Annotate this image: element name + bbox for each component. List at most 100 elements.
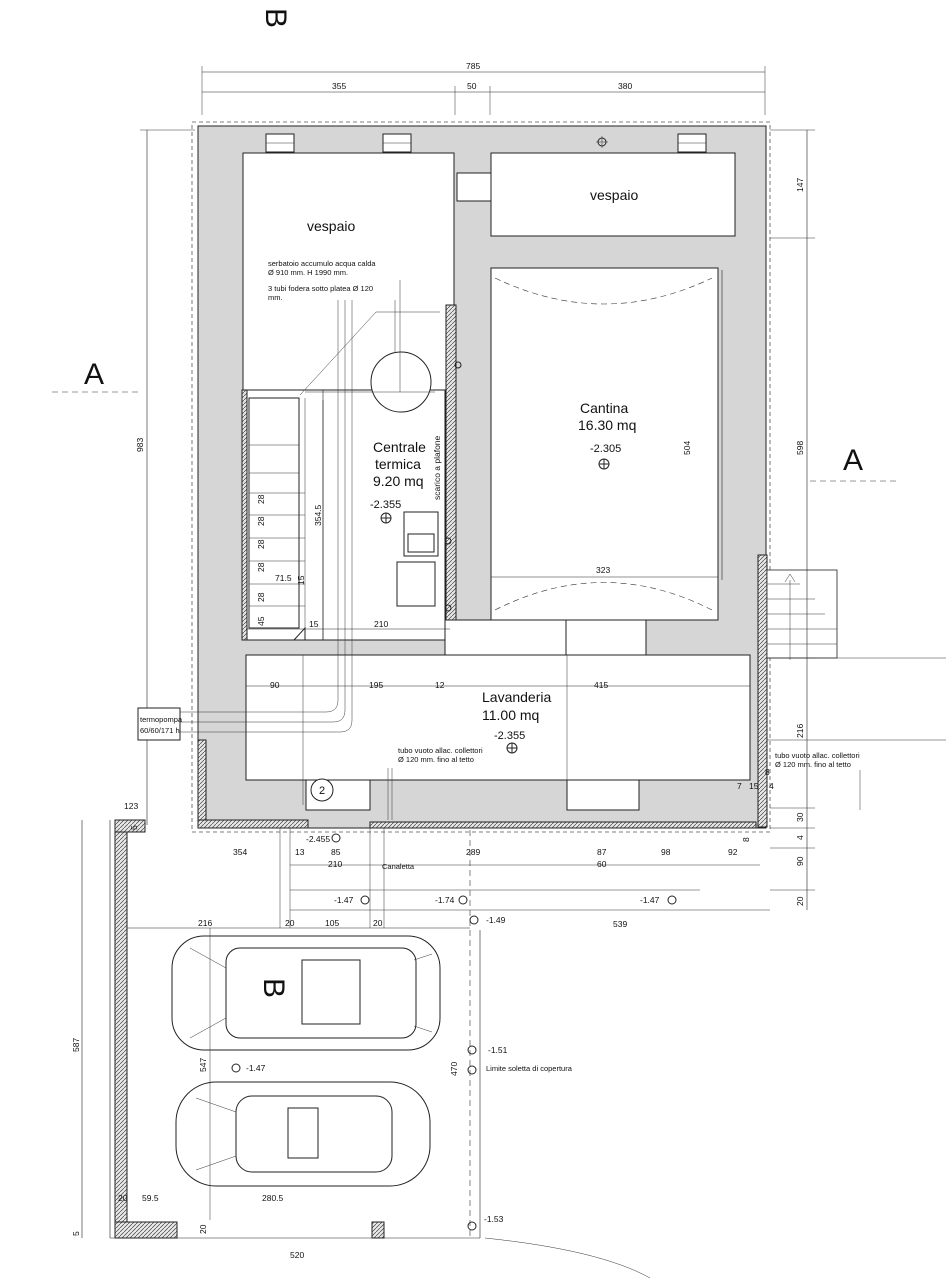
level-147c: -1.47	[246, 1063, 266, 1073]
dim-right-20: 20	[795, 896, 805, 906]
dim-g-547: 547	[198, 1058, 208, 1072]
cantina-level: -2.305	[590, 443, 621, 455]
dim-g-60: 60	[597, 859, 607, 869]
top-windows	[265, 133, 707, 153]
tubo-center-note-1: tubo vuoto allac. collettori	[398, 746, 483, 755]
dim-15c: 15	[749, 781, 759, 791]
tubo-right-note-1: tubo vuoto allac. collettori	[775, 751, 860, 760]
dim-g-587: 587	[71, 1038, 81, 1052]
dimension-labels: 785 355 50 380 983 147 598 216 30 4 90 2…	[71, 61, 805, 1260]
dim-right-90: 90	[795, 856, 805, 866]
centrale-area: 9.20 mq	[373, 473, 424, 489]
vespaio-right-label: vespaio	[590, 187, 638, 203]
dim-g-216: 216	[198, 918, 212, 928]
dim-12: 12	[435, 680, 445, 690]
level-149: -1.49	[486, 915, 506, 925]
exterior-steps	[766, 569, 946, 810]
car-top	[171, 935, 441, 1051]
dim-stair-15a: 15	[296, 575, 306, 585]
dim-g-210b: 210	[328, 859, 342, 869]
serbatoio-note-2: Ø 910 mm. H 1990 mm.	[268, 268, 348, 277]
termopompa-note-1: termopompa	[140, 715, 183, 724]
level-147b: -1.47	[640, 895, 660, 905]
section-lines	[52, 391, 898, 482]
dim-g-123: 123	[124, 801, 138, 811]
dim-210a: 210	[374, 619, 388, 629]
level-174: -1.74	[435, 895, 455, 905]
section-labels: A A B B	[84, 8, 863, 998]
dim-g-289: 289	[466, 847, 480, 857]
tubi-note-1: 3 tubi fodera sotto platea Ø 120	[268, 284, 373, 293]
scarico-note: scarico a plafone	[432, 435, 442, 500]
level-labels: -2.455 -1.47 -1.74 -1.47 -1.49 -1.51 -1.…	[246, 834, 660, 1224]
centrale-label-1: Centrale	[373, 439, 426, 455]
vespaio-left-label: vespaio	[307, 218, 355, 234]
dim-cantina-504: 504	[682, 441, 692, 455]
level-153: -1.53	[484, 1214, 504, 1224]
dim-g-20c: 20	[118, 1193, 128, 1203]
termopompa-note-2: 60/60/171 h	[140, 726, 180, 735]
hatched-walls	[197, 304, 768, 829]
section-mark-a-left: A	[84, 358, 104, 391]
dim-g-20d: 20	[198, 1224, 208, 1234]
dim-8b: 8	[741, 837, 751, 842]
dim-top-355: 355	[332, 81, 346, 91]
centrale-label-2: termica	[375, 456, 421, 472]
top-dimension-chain	[201, 66, 766, 115]
dim-g-13: 13	[295, 847, 305, 857]
cantina-area: 16.30 mq	[578, 417, 636, 433]
dim-stair-28c: 28	[256, 539, 266, 549]
dim-g-5a: 5	[129, 825, 139, 830]
termopompa-box	[137, 707, 181, 741]
garage-structure	[110, 819, 770, 1279]
level-147a: -1.47	[334, 895, 354, 905]
dim-g-470: 470	[449, 1062, 459, 1076]
dim-right-30: 30	[795, 812, 805, 822]
dim-top-50: 50	[467, 81, 477, 91]
vespaio-left-area	[242, 152, 455, 391]
lavanderia-label: Lavanderia	[482, 689, 551, 705]
stairs	[248, 390, 324, 641]
dim-stair-28e: 28	[256, 592, 266, 602]
marker-2-circle	[310, 778, 334, 802]
dim-g-105: 105	[325, 918, 339, 928]
dim-right-4: 4	[795, 835, 805, 840]
tubo-right-note-2: Ø 120 mm. fino al tetto	[775, 760, 851, 769]
section-mark-b-top: B	[259, 8, 292, 28]
level-151: -1.51	[488, 1045, 508, 1055]
dim-g-2805: 280.5	[262, 1193, 284, 1203]
room-labels: vespaio vespaio Cantina 16.30 mq -2.305 …	[307, 187, 638, 742]
dim-stair-28d: 28	[256, 562, 266, 572]
dim-195: 195	[369, 680, 383, 690]
pipes	[180, 280, 440, 733]
dim-g-595: 59.5	[142, 1193, 159, 1203]
dim-right-598: 598	[795, 441, 805, 455]
dim-8a: 8	[765, 767, 770, 777]
vespaio-right-area	[490, 152, 736, 237]
dim-415: 415	[594, 680, 608, 690]
dim-g-520: 520	[290, 1250, 304, 1260]
cantina-vault	[491, 270, 723, 611]
level-markers	[231, 458, 677, 1231]
dim-g-87: 87	[597, 847, 607, 857]
dim-stair-28a: 28	[256, 494, 266, 504]
dim-g-20a: 20	[285, 918, 295, 928]
dim-4: 4	[769, 781, 774, 791]
dim-g-20b: 20	[373, 918, 383, 928]
centrale-level: -2.355	[370, 499, 401, 511]
dim-top-785: 785	[466, 61, 480, 71]
level-2455: -2.455	[306, 834, 330, 844]
dim-g-5b: 5	[71, 1231, 81, 1236]
dim-right-216: 216	[795, 724, 805, 738]
serbatoio-note-1: serbatoio accumulo acqua calda	[268, 259, 376, 268]
boiler-equipment	[396, 361, 462, 612]
dim-g-354: 354	[233, 847, 247, 857]
tubi-note-2: mm.	[268, 293, 283, 302]
dim-90: 90	[270, 680, 280, 690]
cantina-room	[490, 267, 719, 621]
dim-left-983: 983	[135, 438, 145, 452]
car-bottom	[175, 1081, 431, 1187]
dim-cantina-323: 323	[596, 565, 610, 575]
limite-soletta-label: Limite soletta di copertura	[486, 1064, 573, 1073]
